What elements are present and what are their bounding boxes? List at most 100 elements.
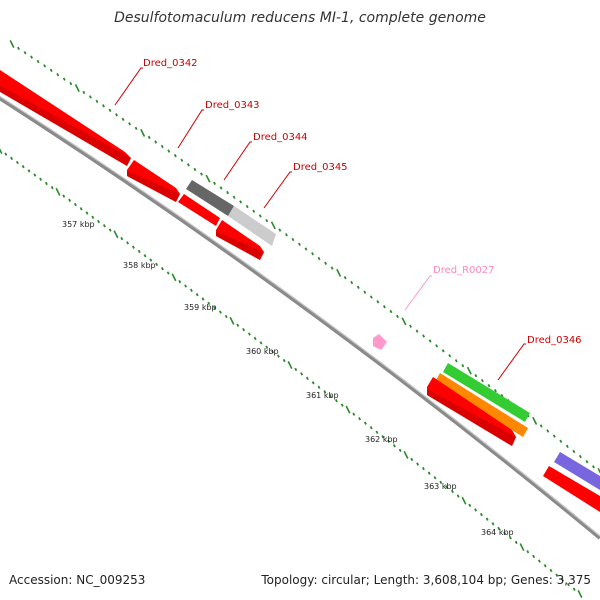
- scale-label-364: 364 kbp: [481, 528, 514, 537]
- inner-ring-minor-tick: [555, 573, 559, 577]
- outer-ring-minor-tick: [252, 209, 256, 213]
- inner-ring-minor-tick: [317, 385, 321, 389]
- outer-ring-minor-tick: [409, 324, 412, 328]
- inner-ring-minor-tick: [572, 587, 576, 591]
- outer-ring-minor-tick: [213, 181, 216, 185]
- outer-ring-minor-tick: [565, 444, 569, 448]
- inner-ring-minor-tick: [526, 550, 530, 554]
- outer-ring-minor-tick: [317, 256, 321, 261]
- callout-line-0345: [263, 171, 292, 209]
- outer-ring-minor-tick: [585, 460, 589, 464]
- outer-ring-minor-tick: [23, 51, 27, 55]
- inner-ring-minor-tick: [120, 236, 124, 241]
- inner-ring-minor-tick: [439, 480, 443, 484]
- inner-ring-minor-tick: [363, 421, 367, 425]
- inner-ring-minor-tick: [253, 336, 257, 341]
- scale-label-357: 357 kbp: [62, 220, 95, 229]
- feature-track: [0, 70, 600, 512]
- gene-dred-0345[interactable]: [178, 194, 220, 226]
- inner-ring-major-tick: [345, 405, 351, 414]
- inner-ring-major-tick: [55, 187, 61, 196]
- inner-ring-minor-tick: [334, 399, 338, 403]
- inner-ring-minor-tick: [91, 215, 95, 219]
- inner-ring-minor-tick: [44, 181, 48, 186]
- gene-label-dred-0342[interactable]: Dred_0342: [143, 58, 198, 69]
- outer-ring-minor-tick: [232, 195, 236, 199]
- outer-ring-minor-tick: [245, 204, 249, 209]
- outer-ring-minor-tick: [311, 252, 314, 256]
- inner-ring-minor-tick: [224, 314, 228, 319]
- inner-ring-major-tick: [403, 450, 409, 459]
- outer-ring-major-tick: [401, 317, 407, 326]
- inner-ring-minor-tick: [508, 536, 512, 540]
- outer-ring-minor-tick: [487, 383, 491, 388]
- inner-ring-minor-tick: [421, 466, 425, 471]
- outer-ring-minor-tick: [36, 59, 40, 64]
- outer-tick-ring: [9, 40, 600, 474]
- outer-ring-minor-tick: [62, 77, 66, 81]
- gene-label-dred-0346[interactable]: Dred_0346: [527, 335, 582, 346]
- inner-ring-minor-tick: [259, 341, 263, 345]
- genome-summary-text: Topology: circular; Length: 3,608,104 bp…: [261, 573, 591, 587]
- outer-ring-minor-tick: [17, 46, 20, 51]
- gene-dred-0342-shade: [0, 85, 131, 166]
- inner-ring-minor-tick: [503, 531, 507, 535]
- outer-ring-minor-tick: [56, 73, 60, 77]
- outer-ring-minor-tick: [304, 247, 308, 251]
- outer-ring-minor-tick: [102, 104, 105, 108]
- outer-ring-minor-tick: [389, 309, 393, 314]
- inner-ring-minor-tick: [392, 444, 396, 448]
- inner-ring-minor-tick: [160, 267, 164, 271]
- inner-ring-minor-tick: [479, 512, 483, 517]
- outer-ring-minor-tick: [180, 158, 184, 162]
- inner-ring-minor-tick: [497, 526, 501, 531]
- gene-dred-0344[interactable]: [186, 180, 234, 216]
- inner-ring-minor-tick: [282, 358, 286, 363]
- gene-label-dred-0344[interactable]: Dred_0344: [253, 132, 308, 143]
- outer-ring-minor-tick: [382, 305, 386, 309]
- scale-label-358: 358 kbp: [123, 261, 156, 270]
- callout-line-0342: [114, 67, 143, 106]
- outer-ring-minor-tick: [376, 300, 380, 304]
- gene-dred-0346-orange[interactable]: [435, 373, 528, 437]
- callout-lines: [114, 67, 526, 381]
- gene-downstream-red[interactable]: [543, 466, 600, 512]
- inner-ring-minor-tick: [294, 367, 298, 372]
- outer-ring-minor-tick: [43, 64, 47, 68]
- inner-ring-major-tick: [0, 148, 3, 154]
- gene-dred-0346-green[interactable]: [443, 363, 530, 422]
- inner-ring-minor-tick: [166, 271, 170, 275]
- outer-ring-minor-tick: [461, 364, 465, 368]
- inner-ring-minor-tick: [62, 194, 66, 198]
- inner-ring-minor-tick: [358, 417, 362, 421]
- gene-label-dred-0343[interactable]: Dred_0343: [205, 100, 260, 111]
- gene-label-dred-r0027[interactable]: Dred_R0027: [433, 265, 495, 276]
- outer-ring-minor-tick: [95, 99, 99, 104]
- scale-label-360: 360 kbp: [246, 347, 279, 356]
- gene-dred-r0027[interactable]: [373, 334, 387, 350]
- inner-ring-minor-tick: [427, 471, 431, 475]
- gene-dred-0344-light[interactable]: [228, 206, 276, 246]
- inner-ring-minor-tick: [21, 165, 25, 169]
- outer-ring-minor-tick: [219, 186, 223, 190]
- inner-ring-minor-tick: [126, 241, 130, 245]
- gene-label-dred-0345[interactable]: Dred_0345: [293, 162, 348, 173]
- inner-ring-minor-tick: [537, 559, 541, 563]
- gene-downstream-blue[interactable]: [554, 452, 600, 490]
- outer-ring-minor-tick: [441, 349, 445, 353]
- inner-ring-minor-tick: [4, 152, 8, 156]
- outer-ring-minor-tick: [167, 149, 171, 153]
- outer-ring-minor-tick: [428, 339, 432, 343]
- outer-ring-minor-tick: [546, 429, 550, 433]
- inner-ring-minor-tick: [155, 262, 159, 267]
- inner-ring-minor-tick: [276, 354, 280, 358]
- outer-ring-minor-tick: [330, 266, 334, 270]
- outer-ring-major-tick: [466, 366, 472, 375]
- callout-line-0344: [223, 141, 252, 181]
- outer-ring-minor-tick: [454, 359, 458, 363]
- inner-ring-minor-tick: [491, 522, 495, 526]
- inner-ring-minor-tick: [375, 430, 379, 434]
- inner-ring-major-tick: [171, 273, 177, 282]
- inner-ring-major-tick: [229, 316, 235, 325]
